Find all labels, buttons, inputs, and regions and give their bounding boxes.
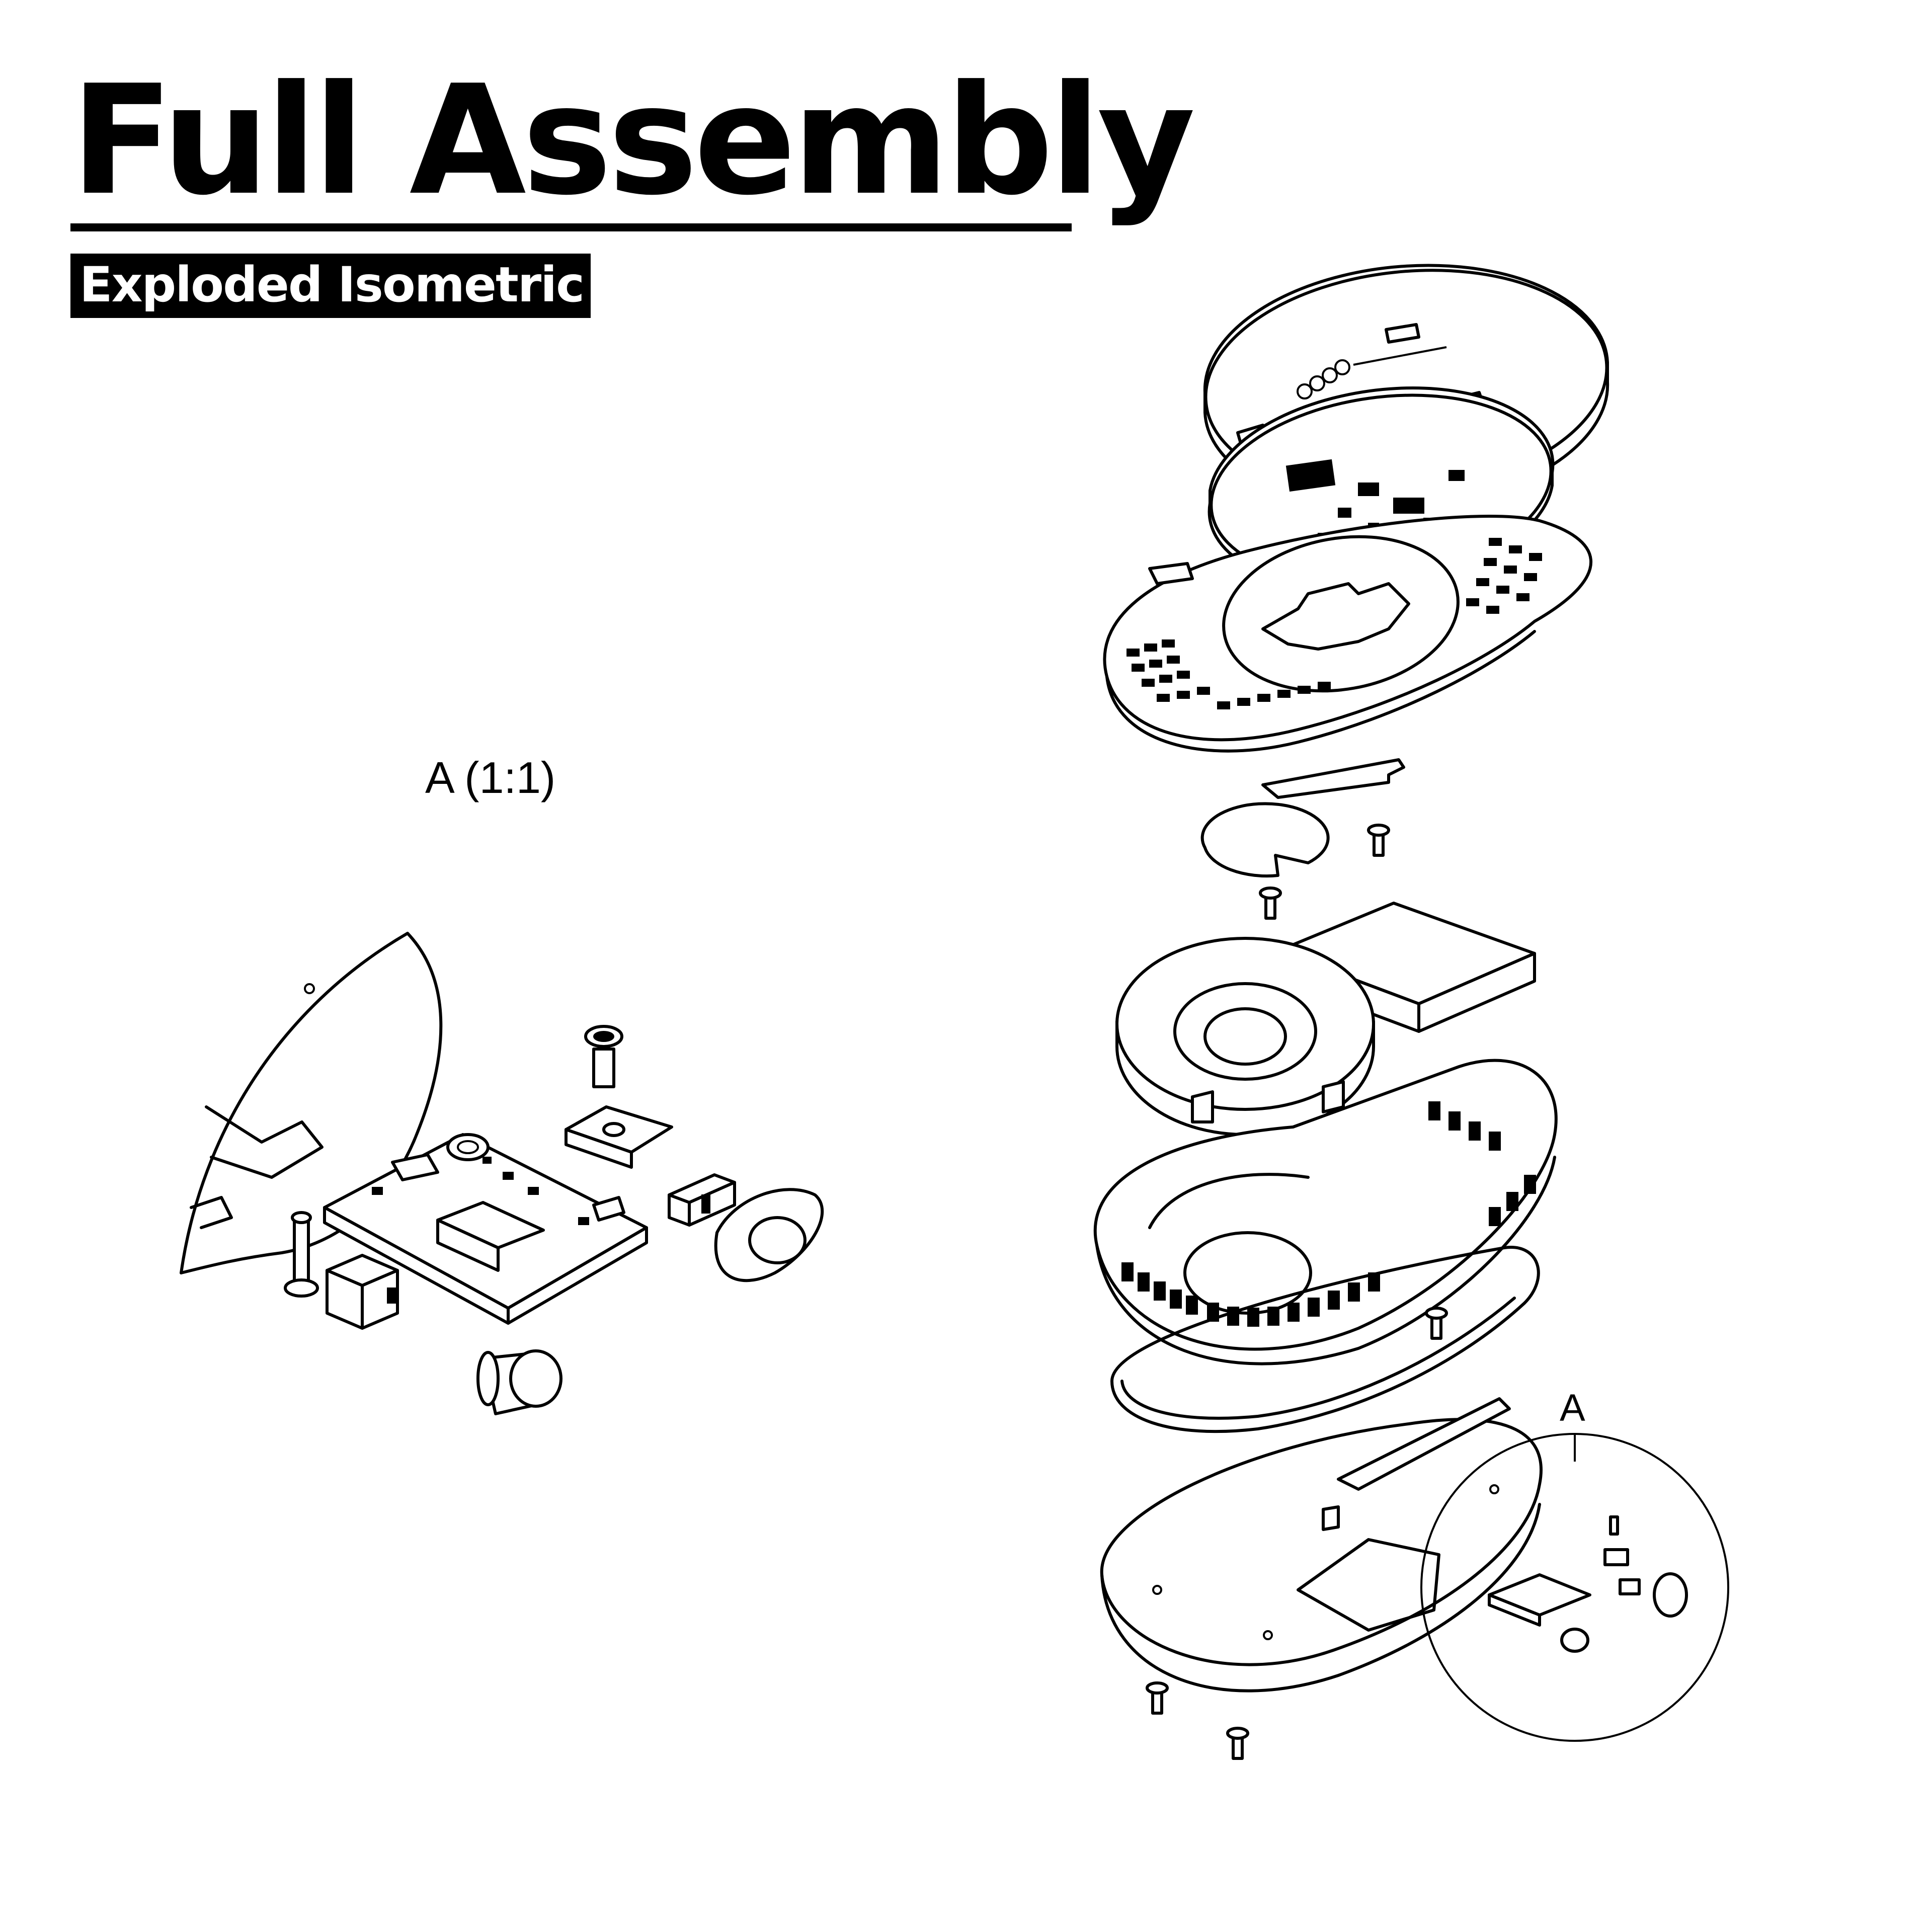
detail-slide-switch xyxy=(668,1173,736,1227)
detail-callout-label: A xyxy=(1560,1387,1585,1429)
detail-side-switch xyxy=(326,1254,399,1330)
screw-2 xyxy=(1259,887,1282,920)
detail-pcb xyxy=(323,1133,648,1325)
screw-4 xyxy=(1146,1681,1169,1715)
upper-housing xyxy=(1103,515,1592,753)
detail-screw xyxy=(584,1025,623,1088)
title-block: Full Assembly Exploded Isometric xyxy=(70,53,1195,318)
lower-housing xyxy=(1100,1397,1543,1693)
detail-cylinder-cap xyxy=(476,1349,562,1415)
detail-view-label: A (1:1) xyxy=(425,753,556,802)
screw-1 xyxy=(1367,824,1390,857)
flex-strip xyxy=(1261,758,1405,799)
screw-3 xyxy=(1425,1307,1448,1340)
speaker-housing xyxy=(1115,937,1375,1136)
gasket-ring xyxy=(1110,1246,1540,1433)
spacer-disc xyxy=(1200,802,1330,878)
detail-standoff xyxy=(284,1211,319,1298)
subtitle-badge: Exploded Isometric xyxy=(70,254,591,318)
detail-button-cap xyxy=(714,1188,824,1282)
middle-housing xyxy=(1093,1059,1558,1365)
page-title: Full Assembly xyxy=(70,53,1195,228)
title-underline xyxy=(70,223,1072,231)
detail-bracket xyxy=(565,1105,673,1169)
detail-a-cluster xyxy=(1488,1515,1688,1653)
screw-5 xyxy=(1226,1727,1249,1760)
